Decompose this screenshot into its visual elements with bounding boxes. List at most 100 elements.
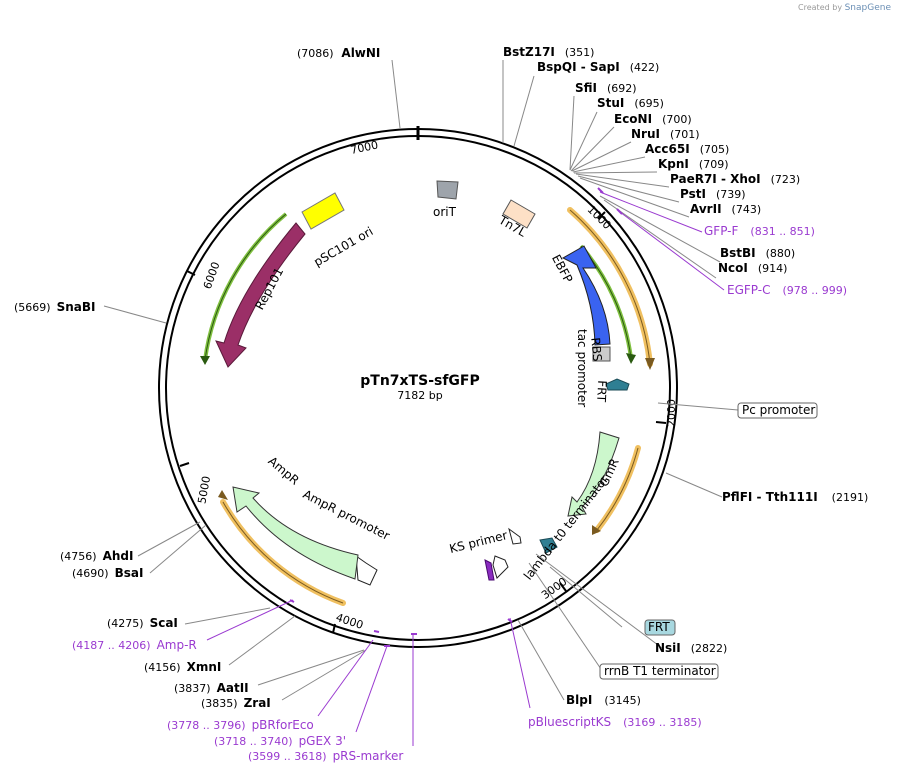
tick-label-7000: 7000: [349, 138, 379, 157]
primer-pbrforeco: (3778 .. 3796)pBRforEco: [167, 718, 314, 732]
feature-ks-primer: [484, 559, 495, 581]
label-ampr: AmpR: [265, 454, 301, 488]
primer-pgex3: (3718 .. 3740)pGEX 3': [214, 734, 346, 748]
tick-label-6000: 6000: [201, 260, 223, 291]
plasmid-size: 7182 bp: [397, 389, 442, 402]
tick-label-5000: 5000: [195, 475, 213, 505]
label-frt: FRT: [594, 380, 609, 403]
site-ncoi: NcoI(914): [718, 261, 787, 275]
primer-connectors: [206, 191, 725, 746]
connector-acc65i: [572, 156, 646, 173]
connector-blpi: [517, 619, 565, 701]
feature-tn7l: [502, 199, 536, 229]
orf-arrow-ampr: [218, 490, 228, 500]
connector-psti: [577, 175, 680, 203]
site-econi: EcoNI(700): [614, 112, 692, 126]
connector-frt-box: [549, 566, 623, 628]
primer-mark-egfp-c: [616, 208, 623, 215]
connector-ahdi: [137, 521, 201, 557]
site-xmni: (4156)XmnI: [144, 660, 221, 674]
connector-pbluescriptks: [509, 617, 531, 709]
feature-lambda-marker: [508, 527, 522, 545]
feature-orit: [436, 180, 459, 200]
credit-prefix: Created by: [798, 3, 843, 12]
connector-bstbi: [599, 195, 721, 263]
primer-mark-pbluescriptks: [507, 618, 513, 623]
label-psc101: pSC101 ori: [311, 224, 375, 269]
feature-rbs: [592, 346, 611, 362]
connector-bspqi: [513, 75, 535, 147]
feature-gmr: [567, 431, 620, 517]
snapgene-credit: Created by SnapGene: [798, 3, 891, 13]
tick-2000: 2000: [655, 399, 678, 427]
orf-arrow-gmr: [592, 525, 601, 535]
feature-frt-2: [539, 537, 558, 554]
orf-arc-green-2-line: [204, 213, 287, 361]
connector-paer7i: [575, 173, 670, 188]
primer-marks: [289, 187, 623, 647]
primer-labels: GFP-F(831 .. 851) EGFP-C(978 .. 999) pBl…: [72, 224, 847, 763]
tick-5000: 5000: [179, 462, 213, 505]
primer-mark-gfp-f: [597, 187, 604, 194]
connector-gfp-f: [599, 191, 703, 233]
box-pc-promoter: [737, 402, 818, 419]
primer-mark-amp-r: [289, 599, 295, 603]
connector-egfp-c: [619, 211, 725, 291]
connector-amp-r: [206, 599, 294, 641]
boxed-labels: Pc promoter FRT rrnB T1 terminator: [599, 402, 818, 680]
tick-7000: 7000: [349, 138, 379, 157]
box-frt: [644, 619, 676, 636]
connector-nrui: [571, 141, 632, 172]
feature-ebfp: [561, 245, 611, 346]
site-bsai: (4690)BsaI: [72, 566, 143, 580]
connector-alwni: [391, 59, 401, 129]
feature-rep101: [215, 222, 306, 368]
label-frt-box: FRT: [648, 620, 670, 634]
connector-nsii: [535, 553, 663, 649]
site-pflfi-tth111i: PflFI - Tth111I(2191): [722, 490, 868, 504]
connector-kpni: [573, 171, 658, 174]
features: [215, 180, 630, 586]
tick-label-4000: 4000: [334, 611, 365, 632]
tick-label-2000: 2000: [665, 399, 678, 427]
connector-bsai: [149, 524, 207, 574]
connector-pgex3: [355, 645, 388, 733]
site-labels: (7086) AlwNI BstZ17I(351) BspQI - SapI(4…: [14, 45, 868, 710]
label-orit: oriT: [433, 205, 457, 219]
feature-psc101: [301, 192, 345, 230]
site-paer7i-xhoi: PaeR7I - XhoI(723): [670, 172, 800, 186]
primer-prs-marker: (3599 .. 3618)pRS-marker: [248, 749, 403, 763]
connector-rrnb: [528, 562, 604, 673]
feature-ampr: [232, 486, 359, 580]
connector-pc: [657, 402, 739, 411]
primer-mark-pbrforeco: [373, 630, 380, 633]
orf-arc-ebfp-line: [569, 209, 651, 365]
site-avrii: AvrII(743): [690, 202, 761, 216]
site-zrai: (3835)ZraI: [201, 696, 271, 710]
site-bstbi: BstBI(880): [720, 246, 795, 260]
feature-ampr-promoter: [355, 554, 378, 586]
connector-snabi: [103, 305, 167, 324]
label-rrnb: rrnB T1 terminator: [604, 664, 716, 678]
site-bspqi-sapi: BspQI - SapI(422): [537, 60, 659, 74]
primer-egfp-c: EGFP-C(978 .. 999): [727, 283, 847, 297]
connector-stui: [569, 111, 598, 171]
snapgene-logo-text: SnapGene: [844, 3, 891, 13]
site-connectors: [103, 59, 739, 701]
site-acc65i: Acc65I(705): [645, 142, 729, 156]
connector-xmni: [228, 615, 296, 666]
site-bstz17i: BstZ17I(351): [503, 45, 594, 59]
orf-arrow-green-1: [626, 353, 636, 364]
box-rrnb: [599, 663, 719, 680]
primer-amp-r: (4187 .. 4206)Amp-R: [72, 638, 197, 652]
site-stui: StuI(695): [597, 96, 664, 110]
connector-pflfi: [665, 472, 723, 498]
site-sfii: SfiI(692): [575, 81, 637, 95]
backbone: [158, 126, 678, 648]
connector-aatii: [257, 649, 365, 686]
feature-ks-arrow: [492, 555, 509, 579]
label-tac-promoter: tac promoter: [575, 329, 589, 407]
site-aatii: (3837)AatII: [174, 681, 249, 695]
site-ahdi: (4756)AhdI: [60, 549, 133, 563]
primer-pbluescriptks: pBluescriptKS(3169 .. 3185): [528, 715, 702, 729]
